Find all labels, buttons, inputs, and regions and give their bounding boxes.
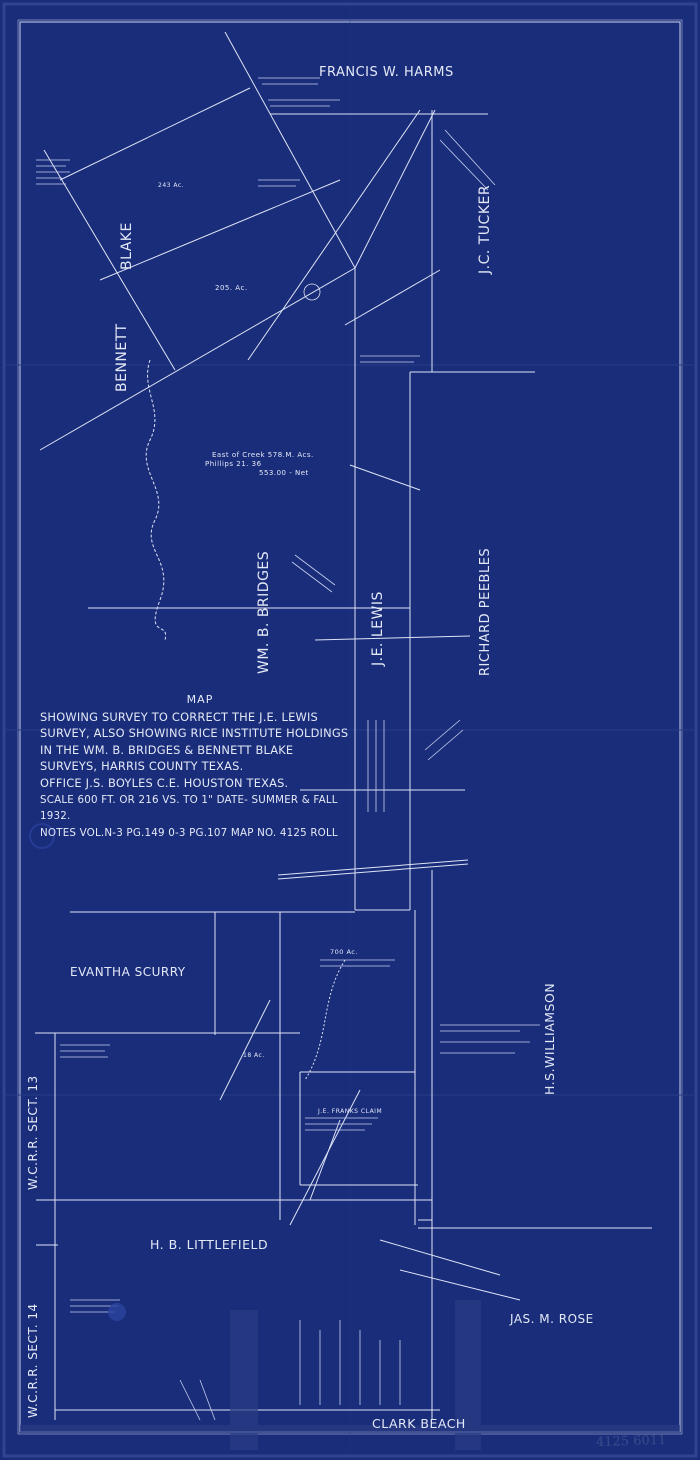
title-line-2: SURVEY, ALSO SHOWING RICE INSTITUTE HOLD… <box>40 726 349 741</box>
label-clark-beach: CLARK BEACH <box>372 1416 466 1431</box>
title-line-4: SURVEYS, HARRIS COUNTY TEXAS. <box>40 759 244 774</box>
title-line-0: MAP <box>186 693 214 706</box>
fold-lines <box>4 4 696 1456</box>
label-jas-rose: JAS. M. ROSE <box>510 1312 594 1326</box>
label-richard-peebles: RICHARD PEEBLES <box>478 547 493 676</box>
label-jc-tucker: J.C. TUCKER <box>477 184 493 274</box>
title-line-7: NOTES VOL.N-3 PG.149 0-3 PG.107 MAP NO. … <box>40 826 338 839</box>
label-wcrr-14: W.C.R.R. SECT. 14 <box>26 1303 40 1418</box>
map-title-block: MAP SHOWING SURVEY TO CORRECT THE J.E. L… <box>40 692 360 841</box>
label-hs-williamson: H.S.WILLIAMSON <box>542 982 557 1095</box>
call-notes <box>36 77 540 1421</box>
title-line-1: SHOWING SURVEY TO CORRECT THE J.E. LEWIS <box>40 709 318 724</box>
label-bennett: BENNETT <box>114 323 130 392</box>
creek-line-lower <box>304 959 346 1081</box>
tape-marks <box>20 1300 680 1450</box>
map-border-outer <box>17 19 683 1435</box>
label-blake: BLAKE <box>119 222 135 270</box>
acreage-east-creek: East of Creek 578.M. Acs. <box>212 451 314 459</box>
acreage-18: 18 Ac. <box>243 1052 265 1059</box>
acreage-205: 205. Ac. <box>215 284 248 292</box>
label-je-lewis: J.E. LEWIS <box>370 591 386 666</box>
title-line-5: OFFICE J.S. BOYLES C.E. HOUSTON TEXAS. <box>40 775 289 790</box>
label-hb-littlefield: H. B. LITTLEFIELD <box>150 1237 269 1252</box>
creek-line <box>145 359 167 641</box>
je-franks-claim: J.E. FRANKS CLAIM <box>318 1108 383 1115</box>
label-evantha-scurry: EVANTHA SCURRY <box>70 965 186 979</box>
stain <box>108 1303 126 1321</box>
sheet-number: 4125 6011 <box>595 1432 667 1451</box>
label-wm-bridges: WM. B. BRIDGES <box>256 550 272 674</box>
stamp <box>29 823 55 849</box>
acreage-243: 243 Ac. <box>158 182 185 189</box>
acreage-net: 553.00 - Net <box>259 469 309 477</box>
label-francis-harms: FRANCIS W. HARMS <box>319 65 454 80</box>
title-line-3: IN THE WM. B. BRIDGES & BENNETT BLAKE <box>40 742 294 757</box>
acreage-phillips: Phillips 21. 36 <box>205 460 262 468</box>
label-wcrr-13: W.C.R.R. SECT. 13 <box>26 1075 40 1190</box>
title-line-6: SCALE 600 FT. OR 216 VS. TO 1" DATE- SUM… <box>40 793 338 823</box>
property-lines <box>35 31 652 1420</box>
survey-marker <box>303 283 321 301</box>
acreage-700: 700 Ac. <box>330 948 358 956</box>
